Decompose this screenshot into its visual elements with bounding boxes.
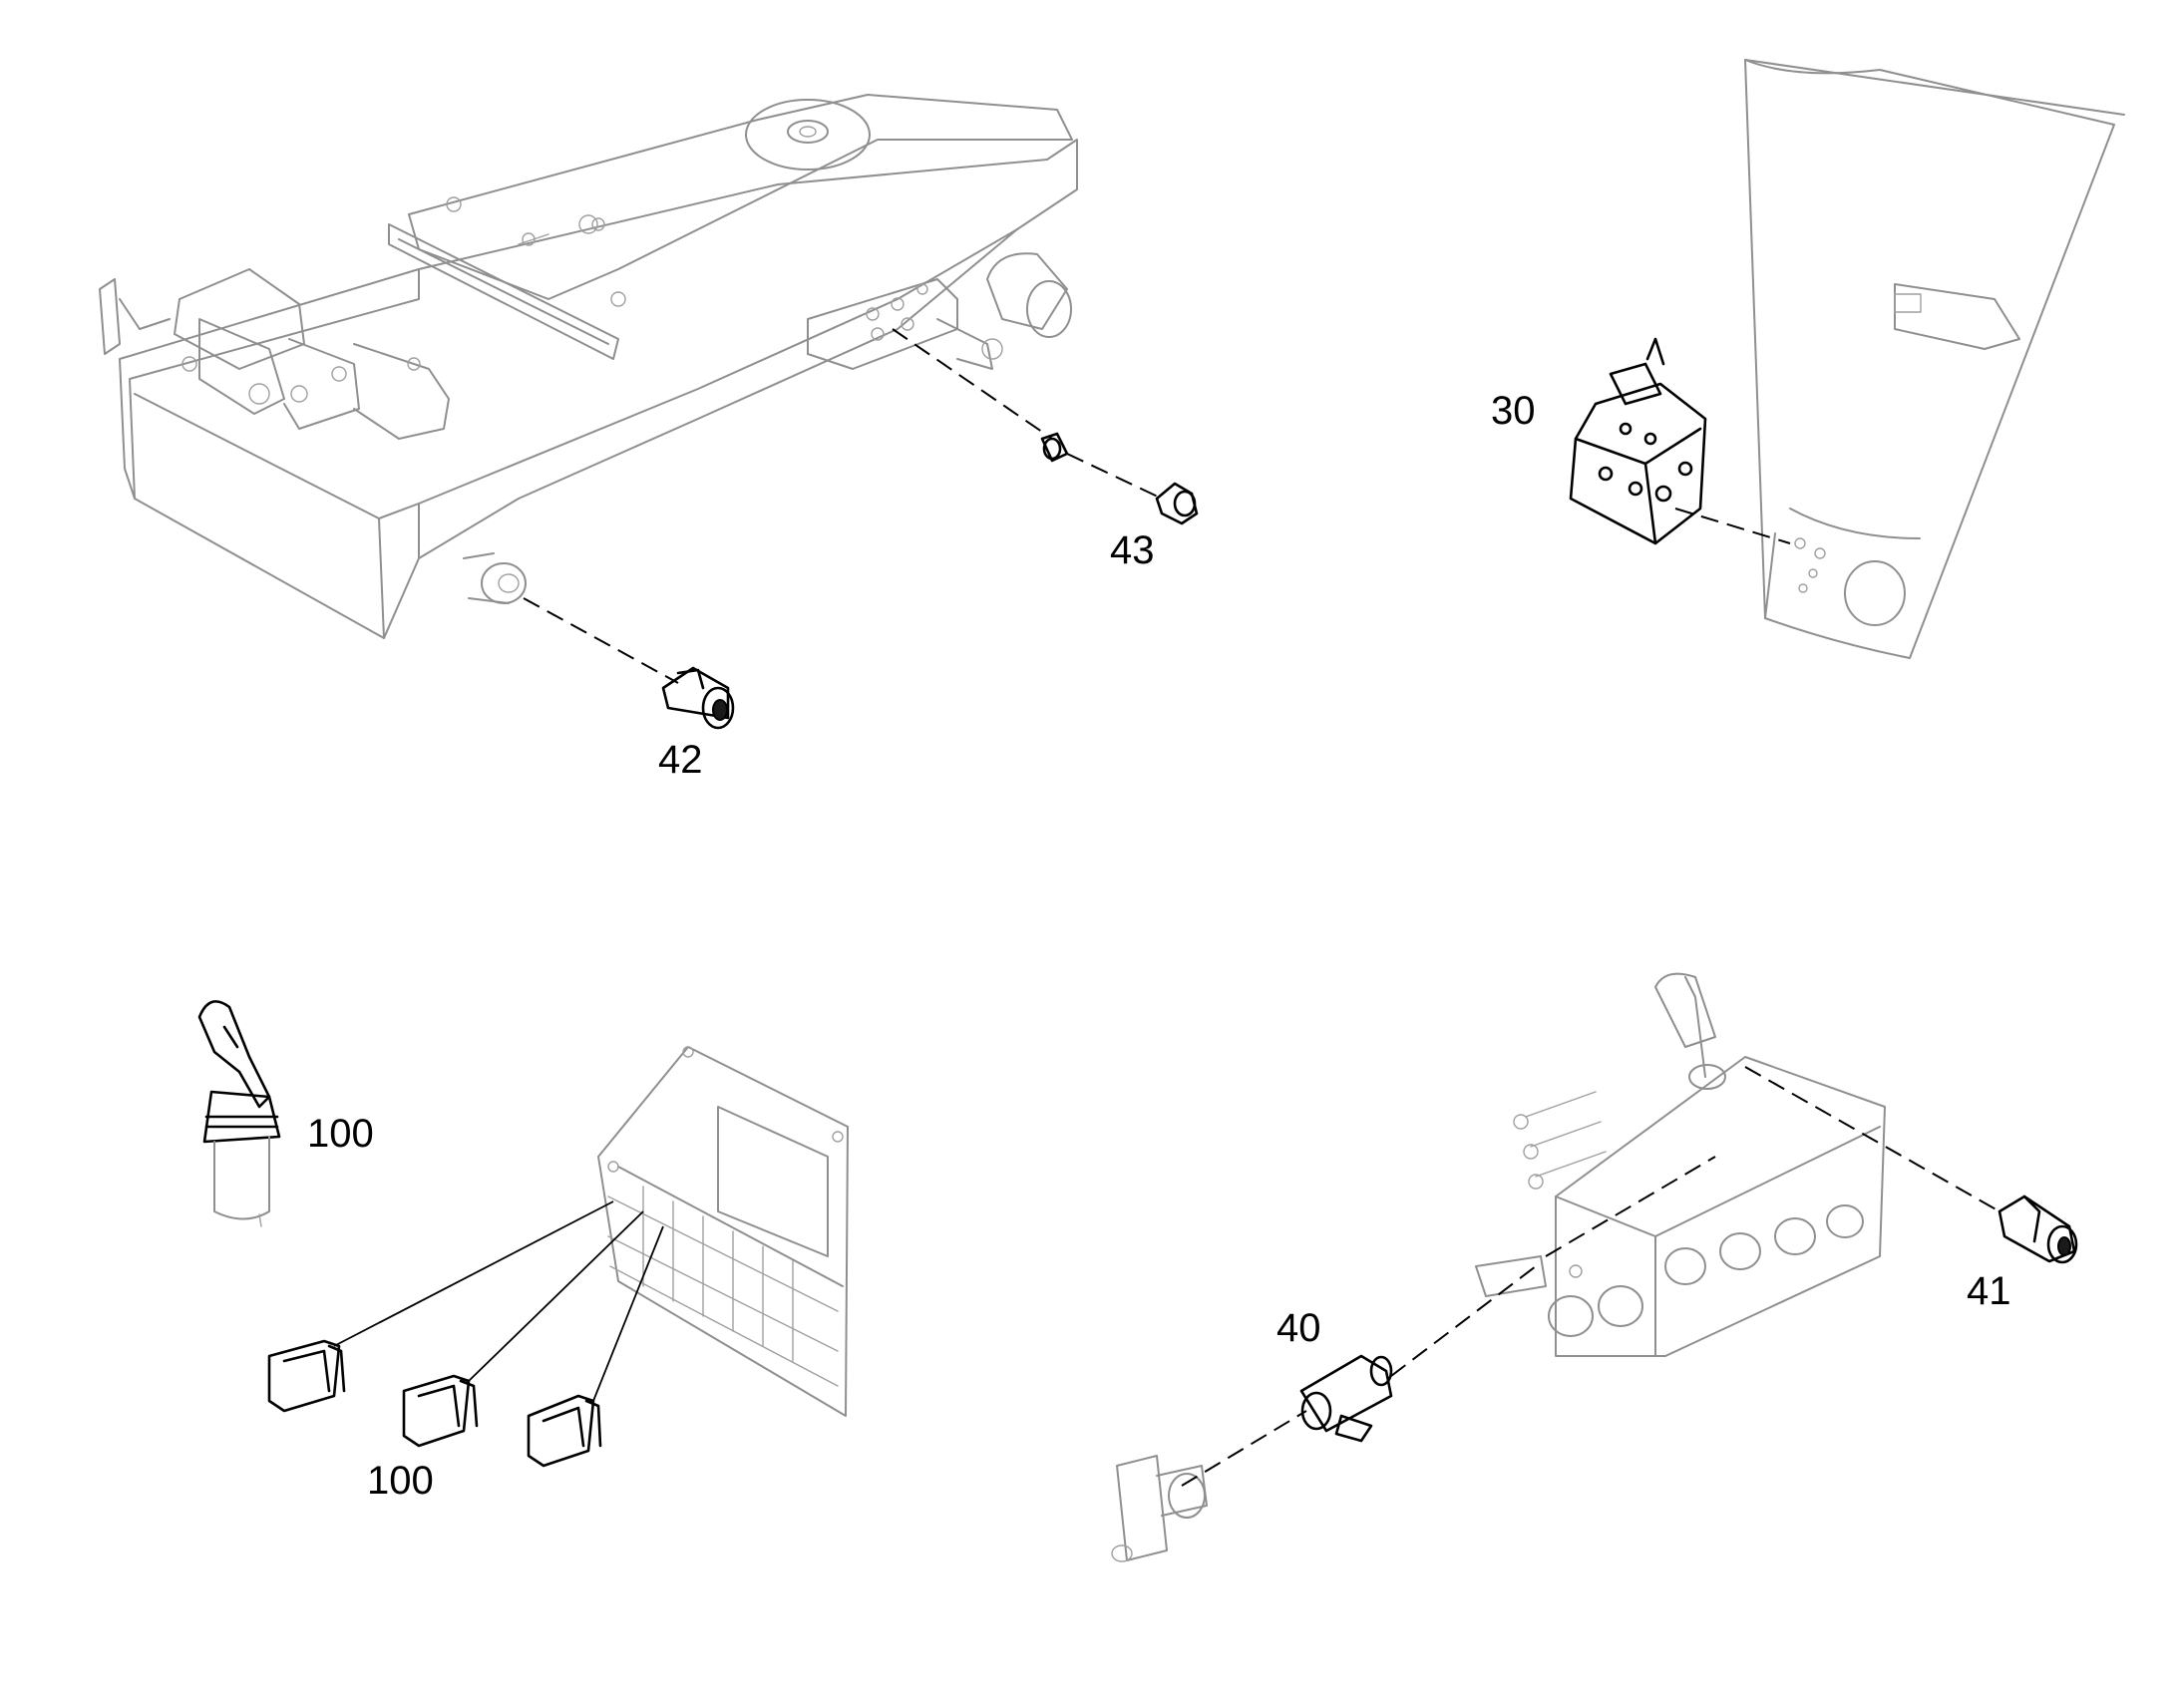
leader-30: [1674, 508, 1791, 544]
callout-41: 41: [1967, 1269, 2011, 1313]
part-41-straight-fitting: [1998, 1195, 2078, 1264]
callout-43: 43: [1110, 528, 1155, 572]
rocker-switch-1: [267, 1339, 346, 1413]
leader-40c: [1545, 1156, 1716, 1257]
part-30-valve-block: [1569, 337, 1707, 545]
part-100-rocker-switches: [267, 1339, 602, 1468]
control-panel-housing: [597, 1046, 849, 1417]
leader-40b: [1390, 1265, 1537, 1377]
part-40-tee-fitting: [1299, 1354, 1393, 1443]
panel-switch-grid: [607, 1186, 839, 1387]
part-42-tee-fitting: [661, 666, 735, 730]
leader-100-switch-1: [333, 1200, 614, 1347]
callout-100-joystick: 100: [307, 1112, 374, 1156]
part-100-joystick: [197, 1000, 281, 1227]
callout-40: 40: [1276, 1306, 1321, 1350]
callout-100-switches: 100: [367, 1459, 434, 1503]
leader-40a: [1181, 1410, 1307, 1487]
callout-42: 42: [658, 738, 703, 782]
callout-labels: 30 43 42 100 100 40 41: [307, 389, 2011, 1503]
leader-42: [523, 597, 679, 684]
leader-43: [892, 328, 1053, 440]
callout-30: 30: [1491, 389, 1536, 433]
rocker-switch-3: [527, 1394, 602, 1468]
leader-43b: [1066, 453, 1163, 500]
leader-lines: [333, 328, 2000, 1487]
leader-41: [1744, 1066, 2000, 1212]
rocker-switch-2: [402, 1374, 479, 1448]
boom-tube-assembly: [1744, 59, 2125, 659]
base-frame-assembly: [99, 94, 1078, 639]
leader-100-switch-2: [468, 1210, 644, 1382]
control-valve-block: [1111, 972, 1886, 1562]
leader-100-switch-3: [592, 1225, 664, 1402]
